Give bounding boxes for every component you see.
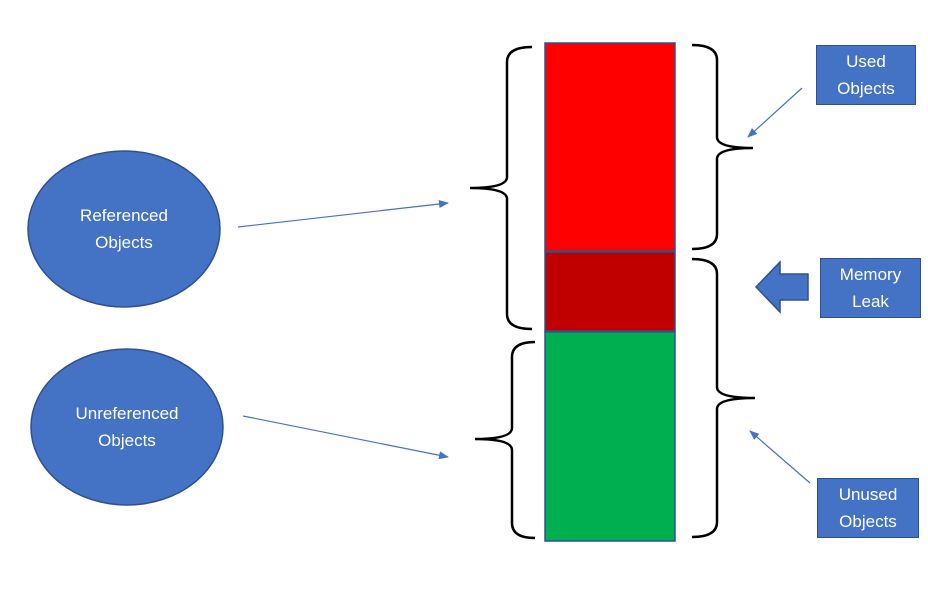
unreferenced-objects-ellipse (30, 348, 224, 506)
unreferenced-arrow (242, 415, 449, 460)
memory-leak-box: Memory Leak (820, 258, 921, 318)
used-objects-brace (691, 43, 754, 251)
used-objects-block (544, 42, 676, 252)
referenced-objects-ellipse (27, 150, 221, 308)
referenced-arrow (237, 200, 449, 228)
unreferenced-brace (474, 340, 536, 540)
referenced-objects-label: Referenced Objects (80, 206, 168, 252)
used-objects-arrow (747, 87, 803, 138)
memory-leak-block (544, 251, 676, 332)
unreferenced-objects-label: Unreferenced Objects (75, 404, 179, 450)
unused-objects-block (544, 331, 676, 542)
used-objects-box: Used Objects (816, 45, 916, 105)
unused-objects-box: Unused Objects (817, 478, 919, 538)
referenced-brace (469, 45, 533, 331)
memory-leak-block-arrow (754, 260, 809, 314)
unused-objects-arrow (749, 430, 811, 484)
unused-objects-brace (691, 257, 756, 539)
